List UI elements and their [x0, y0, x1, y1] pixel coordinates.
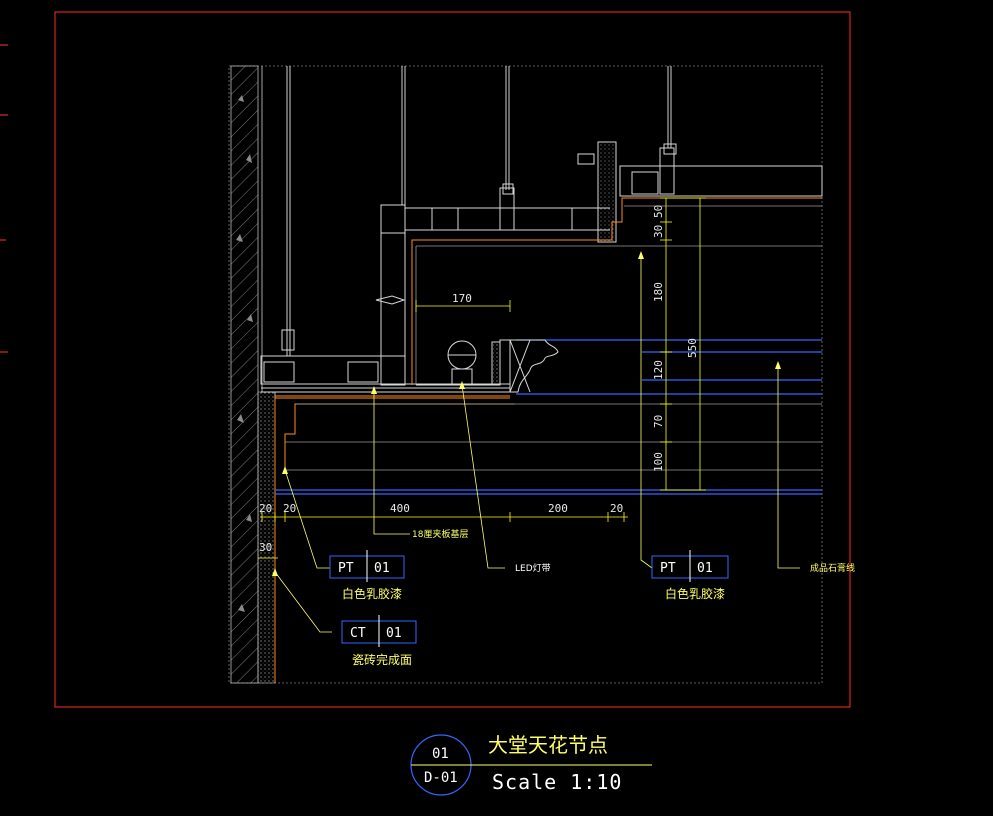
- lower-keel: [260, 355, 510, 393]
- crown-molding: [509, 339, 559, 393]
- note-led: LED灯带: [515, 563, 551, 574]
- sheet-number: D-01: [424, 770, 458, 786]
- wall-aggregate: [236, 95, 253, 612]
- title-block: 01 D-01 大堂天花节点 Scale 1:10: [410, 733, 652, 796]
- dim-bottom-3: 400: [390, 502, 410, 515]
- tag-ct-left-desc: 瓷砖完成面: [352, 652, 412, 667]
- tag-pt-left: PT 01 白色乳胶漆: [329, 550, 405, 601]
- drawing-title: 大堂天花节点: [488, 733, 608, 757]
- dim-bottom-4: 200: [548, 502, 568, 515]
- tag-pt-right: PT 01 白色乳胶漆: [651, 550, 729, 601]
- dim-top-width: 170: [452, 292, 472, 305]
- dim-bottom-5: 20: [610, 502, 623, 515]
- sheet-frame: [54, 11, 851, 708]
- dim-v-1: 50: [652, 205, 665, 218]
- dim-side: 30: [259, 541, 272, 554]
- tag-ct-left-code: CT: [350, 626, 366, 641]
- tag-pt-left-desc: 白色乳胶漆: [342, 586, 402, 601]
- tag-pt-left-code: PT: [338, 561, 354, 576]
- dim-v-6: 100: [652, 452, 665, 472]
- wall-render-layer: [257, 391, 276, 684]
- finish-lines: [275, 339, 822, 495]
- leader-lines: [274, 255, 800, 633]
- drawing-scale: Scale 1:10: [492, 770, 622, 794]
- hanger-brackets: [281, 143, 677, 351]
- concrete-wall: [230, 65, 259, 684]
- tag-pt-right-desc: 白色乳胶漆: [665, 586, 725, 601]
- dim-bottom-1: 20: [259, 502, 272, 515]
- tag-pt-right-num: 01: [697, 561, 713, 576]
- dim-bottom-2: 20: [283, 502, 296, 515]
- ceiling-board-lines: [274, 197, 822, 682]
- tag-ct-left: CT 01 瓷砖完成面: [341, 615, 417, 667]
- upper-board-hatch: [599, 143, 615, 241]
- note-board: 18厘夹板基层: [412, 528, 468, 540]
- tag-pt-left-num: 01: [374, 561, 390, 576]
- dim-v-2: 30: [652, 225, 665, 238]
- ceiling-layers: [285, 205, 822, 471]
- detail-number: 01: [432, 746, 449, 762]
- viewport-frame: [228, 65, 823, 684]
- dimension-lines: [258, 197, 706, 559]
- dim-v-5: 70: [652, 415, 665, 428]
- suspension-rods: [286, 66, 672, 356]
- edge-ticks: [0, 44, 8, 353]
- dim-v-3: 180: [652, 282, 665, 302]
- upper-keel: [431, 141, 823, 243]
- dim-v-4: 120: [652, 360, 665, 380]
- tag-pt-right-code: PT: [660, 561, 676, 576]
- trough-hatch: [493, 343, 499, 383]
- leader-arrows: [272, 251, 781, 576]
- dim-overall: 550: [686, 338, 699, 358]
- tag-ct-left-num: 01: [386, 626, 402, 641]
- note-molding: 成品石膏线: [810, 562, 855, 574]
